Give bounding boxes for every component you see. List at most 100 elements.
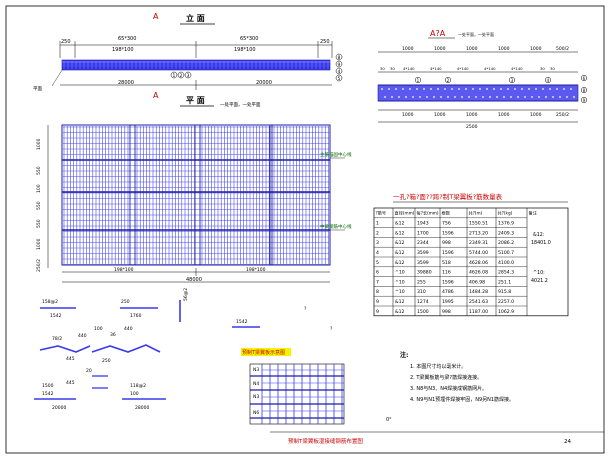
elev-dim-4: 65*300 (240, 36, 258, 42)
table-cell: 1484.28 (469, 289, 488, 295)
table-cell: 251.1 (498, 279, 511, 285)
table-cell: 1062.9 (498, 309, 514, 315)
table-cell: 406.98 (469, 279, 485, 285)
svg-text:4*140: 4*140 (511, 66, 523, 71)
drawing-caption: 预制T梁翼板湿接缝钢筋布置图 (288, 437, 363, 445)
table-cell: 4786 (442, 289, 454, 295)
svg-text:158@2: 158@2 (42, 299, 58, 305)
table-cell: &12 (395, 221, 405, 227)
svg-text:1: 1 (417, 78, 420, 83)
table-cell: 1550.51 (469, 221, 488, 227)
table-cell: 2257.0 (498, 299, 514, 305)
table-cell: 3 (376, 240, 379, 246)
svg-text:550: 550 (36, 166, 42, 175)
svg-text:4: 4 (547, 78, 550, 83)
table-cell: 1596 (442, 250, 454, 256)
detail-sketches: 158@2 1542 250 1760 56@2 78/2 440 100 36… (34, 288, 333, 411)
table-cell: ^10 (395, 279, 405, 285)
section-aa-title: A?A (430, 29, 446, 38)
table-cell: 255 (417, 279, 426, 285)
table-cell: 5100.7 (498, 250, 514, 256)
panel-outline (249, 363, 345, 425)
table-cell: 6 (376, 270, 379, 276)
table-cell: 2409.3 (498, 230, 514, 236)
table-cell: 9 (376, 309, 379, 315)
plan-rebar-grid (61, 124, 331, 266)
svg-text:N6: N6 (253, 410, 259, 416)
table-cell: 1376.9 (498, 221, 514, 227)
elev-dim-1: 250 (61, 39, 71, 45)
svg-text:1000: 1000 (434, 46, 446, 52)
section-aa-subtitle: 一处平面，一处平面 (458, 31, 494, 37)
elev-dim-6: 250 (320, 39, 330, 45)
table-cell: 7 (376, 279, 379, 285)
plan-title: 平 面 (186, 96, 205, 105)
table-cell: 915.8 (498, 289, 511, 295)
svg-text:?: ? (330, 326, 333, 332)
table-remark: &12: (533, 232, 545, 238)
svg-text:1000: 1000 (530, 112, 542, 118)
svg-text:550: 550 (36, 219, 42, 228)
svg-text:N3: N3 (253, 367, 259, 373)
plan-side-label-2: 中梁钢筋中心线 (320, 223, 352, 230)
table-cell: 1187.00 (469, 309, 488, 315)
svg-text:30: 30 (550, 66, 555, 71)
table-cell: 116 (442, 270, 451, 276)
section-aa-body (377, 84, 579, 102)
table-header-cell: 共?(kg) (498, 210, 513, 217)
svg-text:1000: 1000 (402, 112, 414, 118)
svg-text:20: 20 (86, 368, 92, 374)
svg-text:1000: 1000 (36, 238, 42, 250)
plan-note: 一处平面，一处平面 (220, 101, 261, 108)
svg-text:5: 5 (338, 76, 341, 82)
svg-text:100: 100 (130, 391, 139, 397)
notes-mark: 0° (386, 417, 392, 423)
svg-text:4*140: 4*140 (403, 66, 415, 71)
svg-text:1000: 1000 (530, 46, 542, 52)
table-cell: 4 (376, 250, 379, 256)
svg-text:4: 4 (338, 69, 341, 75)
section-mark-a-plan: A (153, 91, 159, 100)
svg-text:550: 550 (36, 201, 42, 210)
elevation-title: 立 面 (186, 13, 205, 23)
table-cell: 39880 (417, 270, 432, 276)
table-cell: &12 (395, 309, 405, 315)
table-cell: 518 (442, 260, 451, 266)
svg-text:1760: 1760 (130, 313, 142, 319)
section-aa-balloons: 1 2 3 4 6 8 9 (414, 74, 588, 104)
table-cell: 2 (376, 230, 379, 236)
table-cell: 1274 (417, 299, 429, 305)
svg-text:445: 445 (66, 356, 75, 362)
table-cell: &12 (395, 299, 405, 305)
note-3: 3. N8与N3、N4焊接成钢筋网片。 (410, 385, 487, 392)
section-mark-a-elevation: A (153, 12, 159, 21)
table-cell: &12 (395, 240, 405, 246)
elev-dim-bottom-right: 20000 (256, 80, 272, 86)
svg-text:250: 250 (102, 358, 111, 364)
svg-text:1000: 1000 (36, 138, 42, 150)
svg-text:445: 445 (66, 380, 75, 386)
notes-block: 注: 1. 本图尺寸均以毫米计。 2. T梁翼板筋与梁?筋焊接连接。 3. N8… (386, 351, 514, 423)
elev-dim-5: 198*100 (234, 47, 256, 53)
plan-slab-outline (61, 124, 331, 266)
svg-text:440: 440 (78, 333, 87, 339)
table-title: 一孔?箱?面??跨?制T梁翼板?筋数量表 (393, 192, 503, 201)
table-cell: 4626.08 (469, 270, 488, 276)
note-4: 4. N9与N1预埋件焊接牢固，N9另N1筋焊接。 (410, 396, 514, 403)
svg-text:30: 30 (380, 66, 385, 71)
svg-text:100: 100 (36, 184, 42, 193)
table-cell: 2086.2 (498, 240, 514, 246)
svg-text:250: 250 (121, 299, 130, 305)
table-header-cell: 备注 (529, 210, 538, 217)
table-header-cell: ?筋号 (376, 210, 387, 217)
table-cell: 3599 (417, 250, 429, 256)
svg-text:1000: 1000 (466, 46, 478, 52)
svg-text:500/2: 500/2 (556, 46, 569, 52)
table-cell: 4100.0 (498, 260, 514, 266)
svg-text:250/2: 250/2 (36, 259, 42, 272)
elev-dim-2: 65*300 (118, 36, 136, 42)
plan-dim-bottom-2: 198*100 (246, 267, 266, 273)
table-cell: 998 (442, 240, 451, 246)
table-cell: 1 (376, 221, 379, 227)
